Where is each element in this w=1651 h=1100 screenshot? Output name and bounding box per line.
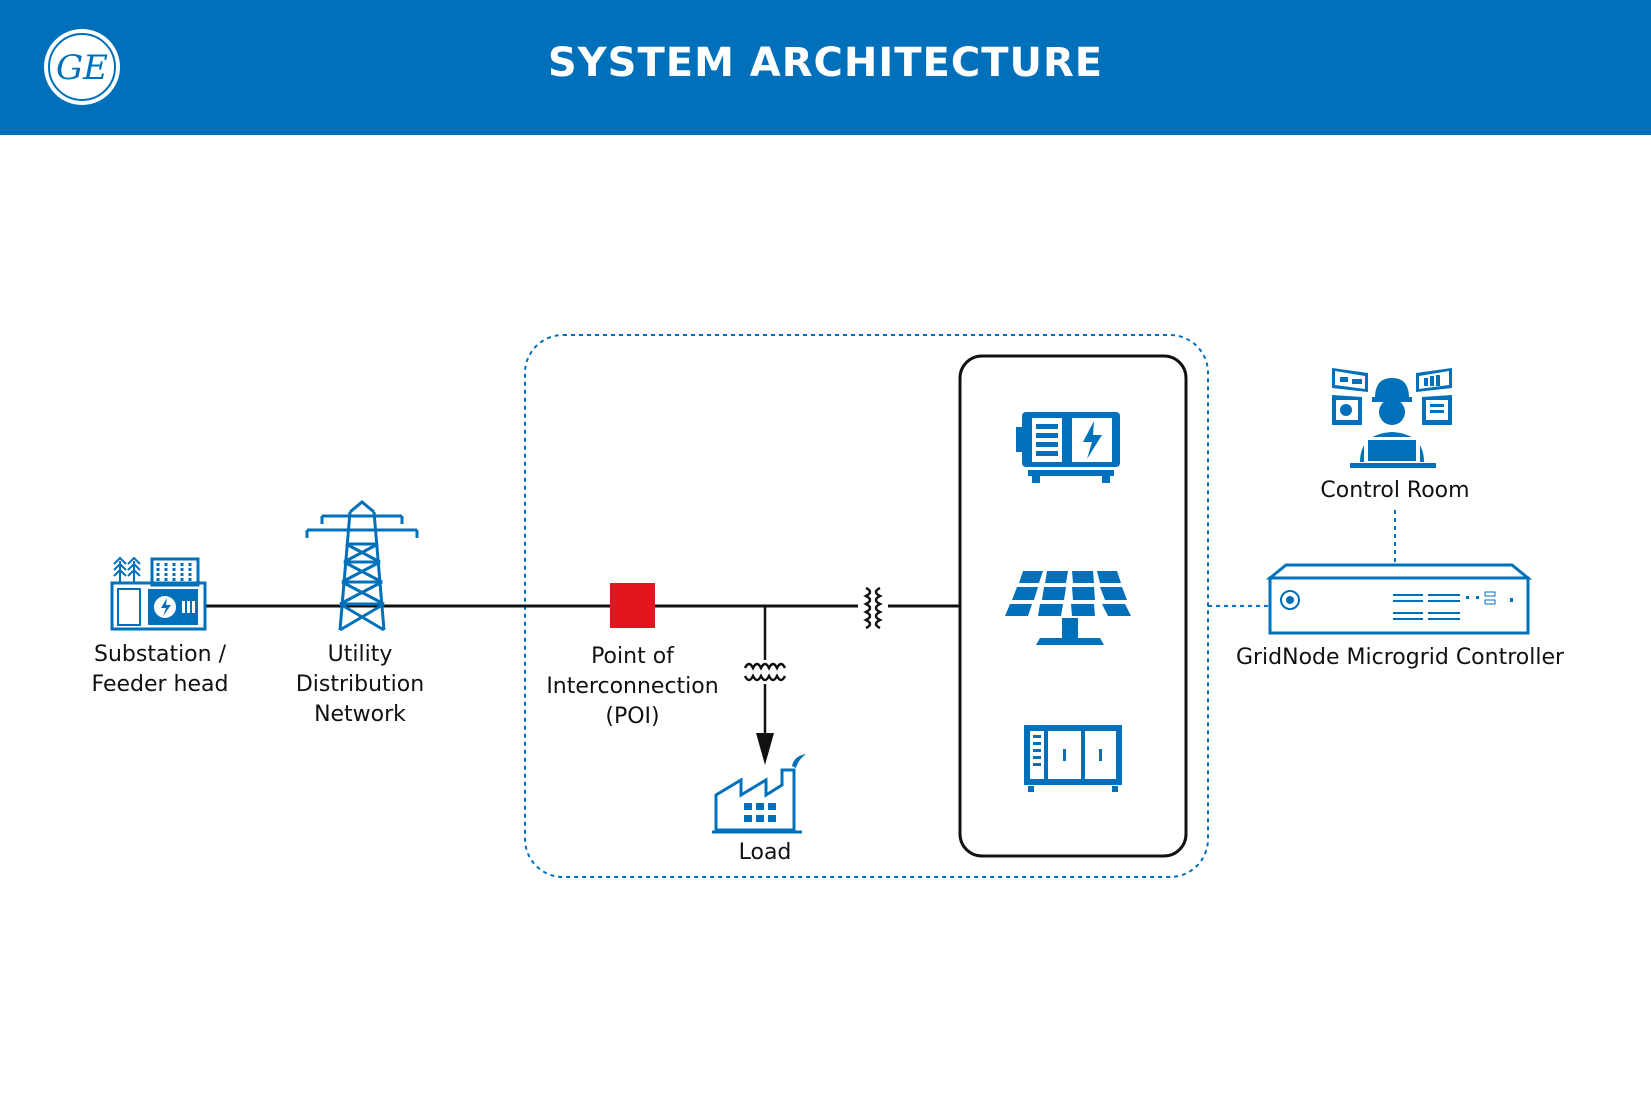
page-title: SYSTEM ARCHITECTURE bbox=[547, 40, 1104, 86]
generator-icon bbox=[1016, 412, 1120, 483]
controller-label: GridNode Microgrid Controller bbox=[1235, 645, 1565, 670]
ge-logo-icon: GE bbox=[44, 29, 120, 105]
load-label: Load bbox=[738, 840, 792, 865]
load-arrow-icon bbox=[756, 733, 774, 765]
battery-storage-icon bbox=[1024, 725, 1122, 792]
substation-icon bbox=[110, 556, 207, 631]
poi-label: Point of Interconnection (POI) bbox=[546, 644, 719, 729]
utility-network-label: Utility Distribution Network bbox=[295, 642, 425, 727]
poi-breaker-icon bbox=[610, 583, 655, 628]
transformer-icon bbox=[858, 585, 888, 630]
load-transformer-icon bbox=[743, 662, 787, 682]
factory-icon bbox=[712, 754, 806, 834]
operator-monitors-icon bbox=[1332, 368, 1452, 468]
solar-panel-icon bbox=[1005, 571, 1131, 645]
header-bar: GE SYSTEM ARCHITECTURE bbox=[0, 0, 1651, 135]
svg-text:GE: GE bbox=[56, 48, 108, 88]
rack-controller-icon bbox=[1265, 563, 1533, 635]
substation-label: Substation / Feeder head bbox=[91, 642, 229, 697]
transmission-tower-icon bbox=[305, 500, 419, 632]
control-room-label: Control Room bbox=[1320, 478, 1470, 503]
